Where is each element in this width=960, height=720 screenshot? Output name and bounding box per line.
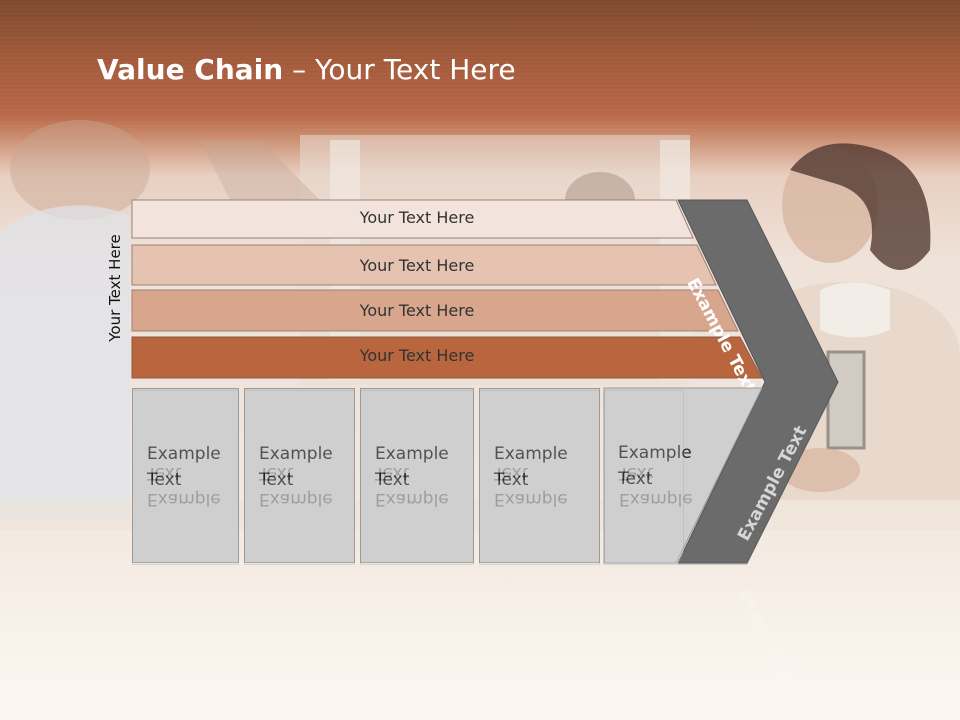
- activity-box-5: Example Text: [604, 388, 692, 563]
- activity-box-2: Example Text: [244, 388, 355, 563]
- row-label-4: Your Text Here: [359, 346, 475, 365]
- header-band: [0, 0, 960, 130]
- title-rest: – Your Text Here: [283, 53, 516, 86]
- reflection-fade: [0, 565, 960, 720]
- title-bold: Value Chain: [97, 53, 284, 86]
- activity-box-1: Example Text: [132, 388, 239, 563]
- reflection-chevron: [678, 390, 838, 565]
- row-bar-1: [131, 199, 694, 239]
- row-label-2: Your Text Here: [359, 256, 475, 275]
- reflection: Example Text Example Text Example Text E…: [0, 390, 960, 707]
- slide-title: Value Chain – Your Text Here: [97, 53, 516, 86]
- vertical-label: Your Text Here: [106, 234, 124, 342]
- row-bar-3: [131, 289, 739, 332]
- activity-box-3: Example Text: [360, 388, 474, 563]
- row-bar-4: [131, 336, 763, 379]
- row-label-3: Your Text Here: [359, 301, 475, 320]
- row-label-1: Your Text Here: [359, 208, 475, 227]
- row-bar-2: [131, 244, 717, 286]
- activity-box-4: Example Text: [479, 388, 600, 563]
